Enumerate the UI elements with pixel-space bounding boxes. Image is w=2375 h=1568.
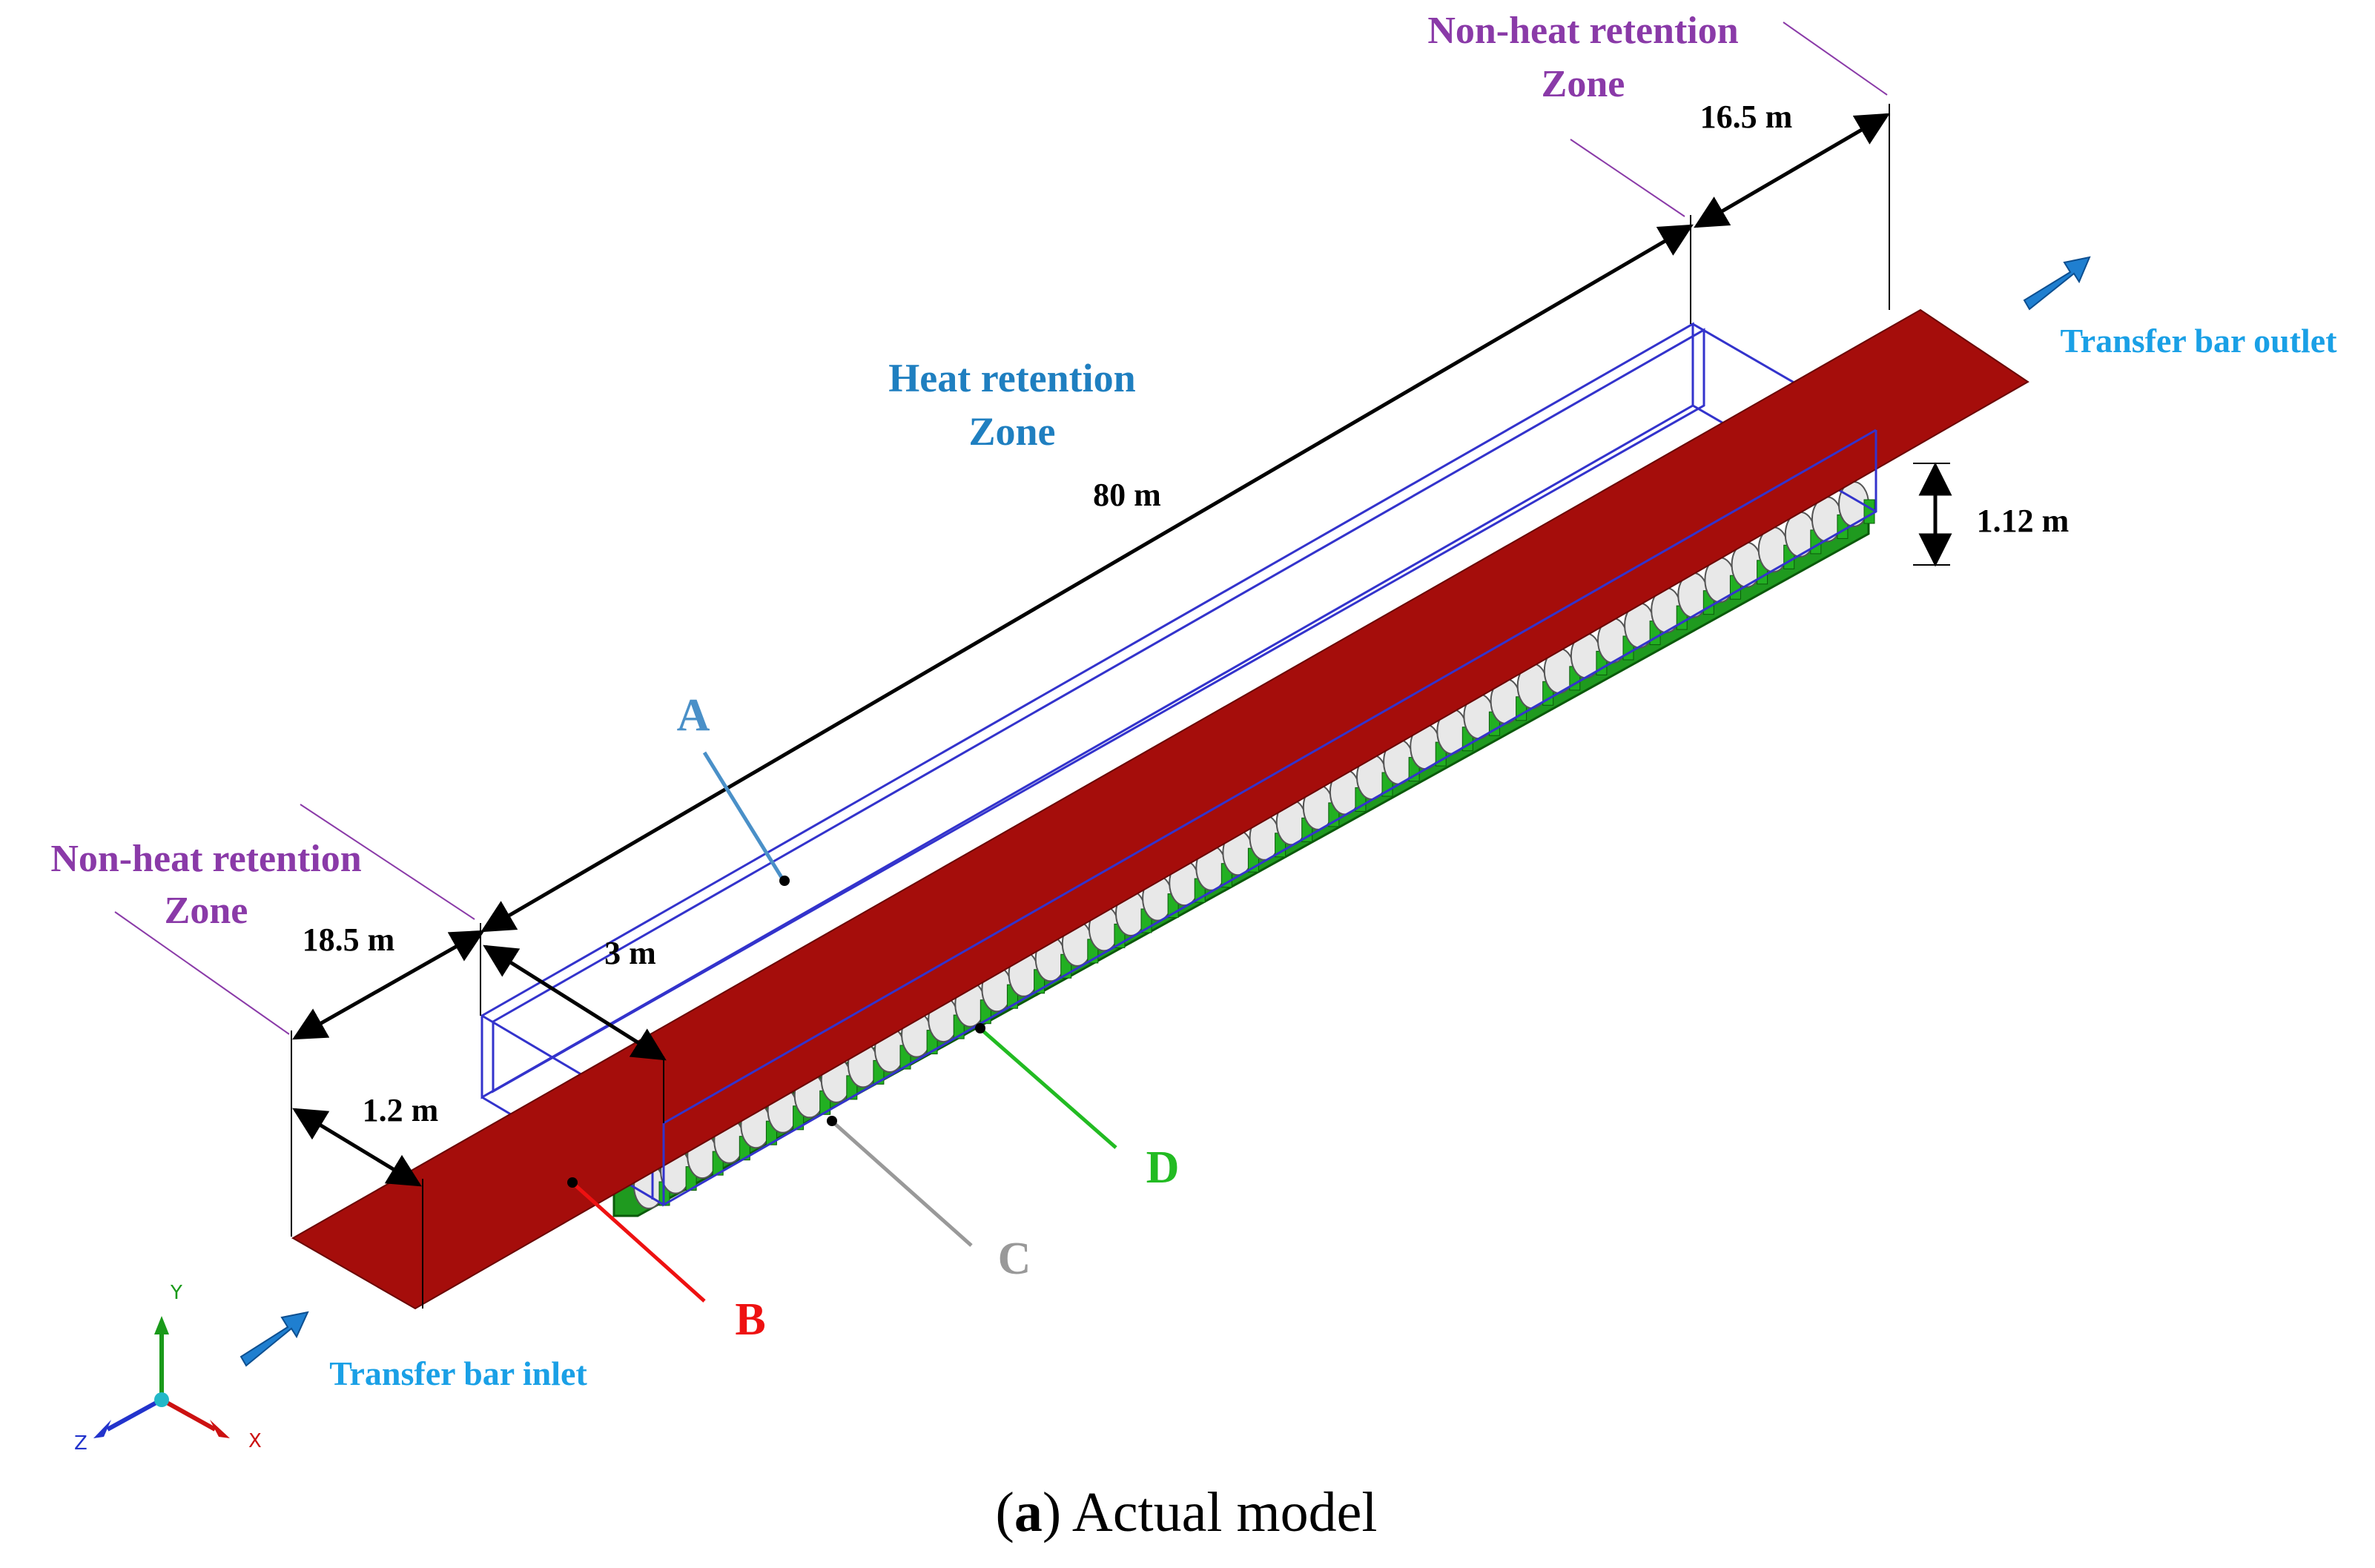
zone-left-line1: Non-heat retention (50, 838, 361, 880)
inlet-label: Transfer bar inlet (329, 1354, 587, 1392)
figure-caption: (a) Actual model (996, 1481, 1378, 1544)
zone-right-line2: Zone (1542, 63, 1625, 105)
dim-18-5m-label: 18.5 m (303, 922, 395, 958)
heat-zone-line2: Zone (968, 409, 1055, 454)
axis-z-label: Z (74, 1432, 87, 1455)
outlet-arrow-icon (2023, 256, 2091, 311)
inlet-arrow-icon (240, 1311, 309, 1367)
part-label-c: C (998, 1234, 1031, 1284)
leader-d (981, 1029, 1117, 1149)
dimension-lines (292, 113, 1952, 1187)
part-leaders (567, 751, 1117, 1303)
dim-3m-line (483, 945, 667, 1061)
dim-3m-label: 3 m (604, 935, 656, 971)
dim-1-2m-line (292, 1108, 422, 1187)
roller-support (1863, 499, 1875, 524)
zone-left-line2: Zone (165, 890, 248, 932)
leader-b (573, 1183, 706, 1303)
dim-16-5m-line (1694, 113, 1890, 228)
dim-80m-label: 80 m (1093, 477, 1161, 513)
part-label-a: A (677, 690, 710, 741)
leader-c (833, 1122, 973, 1247)
roller-row (633, 481, 1875, 1209)
heat-zone-line1: Heat retention (888, 356, 1135, 400)
zone-leaders (114, 21, 1888, 1035)
part-label-b: B (735, 1294, 765, 1345)
outlet-label: Transfer bar outlet (2060, 322, 2337, 360)
leader-a (702, 751, 784, 880)
dim-16-5m-label: 16.5 m (1700, 99, 1793, 135)
extension-lines (291, 104, 1950, 1309)
axis-x-label: X (248, 1430, 262, 1452)
dim-18-5m-line (292, 930, 485, 1040)
axis-y-label: Y (170, 1282, 182, 1304)
dim-1-12m-label: 1.12 m (1977, 503, 2070, 539)
zone-right-line1: Non-heat retention (1427, 10, 1738, 52)
dim-1-2m-label: 1.2 m (363, 1092, 439, 1128)
part-label-d: D (1146, 1142, 1180, 1193)
dim-80m-line (480, 224, 1694, 933)
axis-triad: Y X Z (74, 1282, 262, 1455)
